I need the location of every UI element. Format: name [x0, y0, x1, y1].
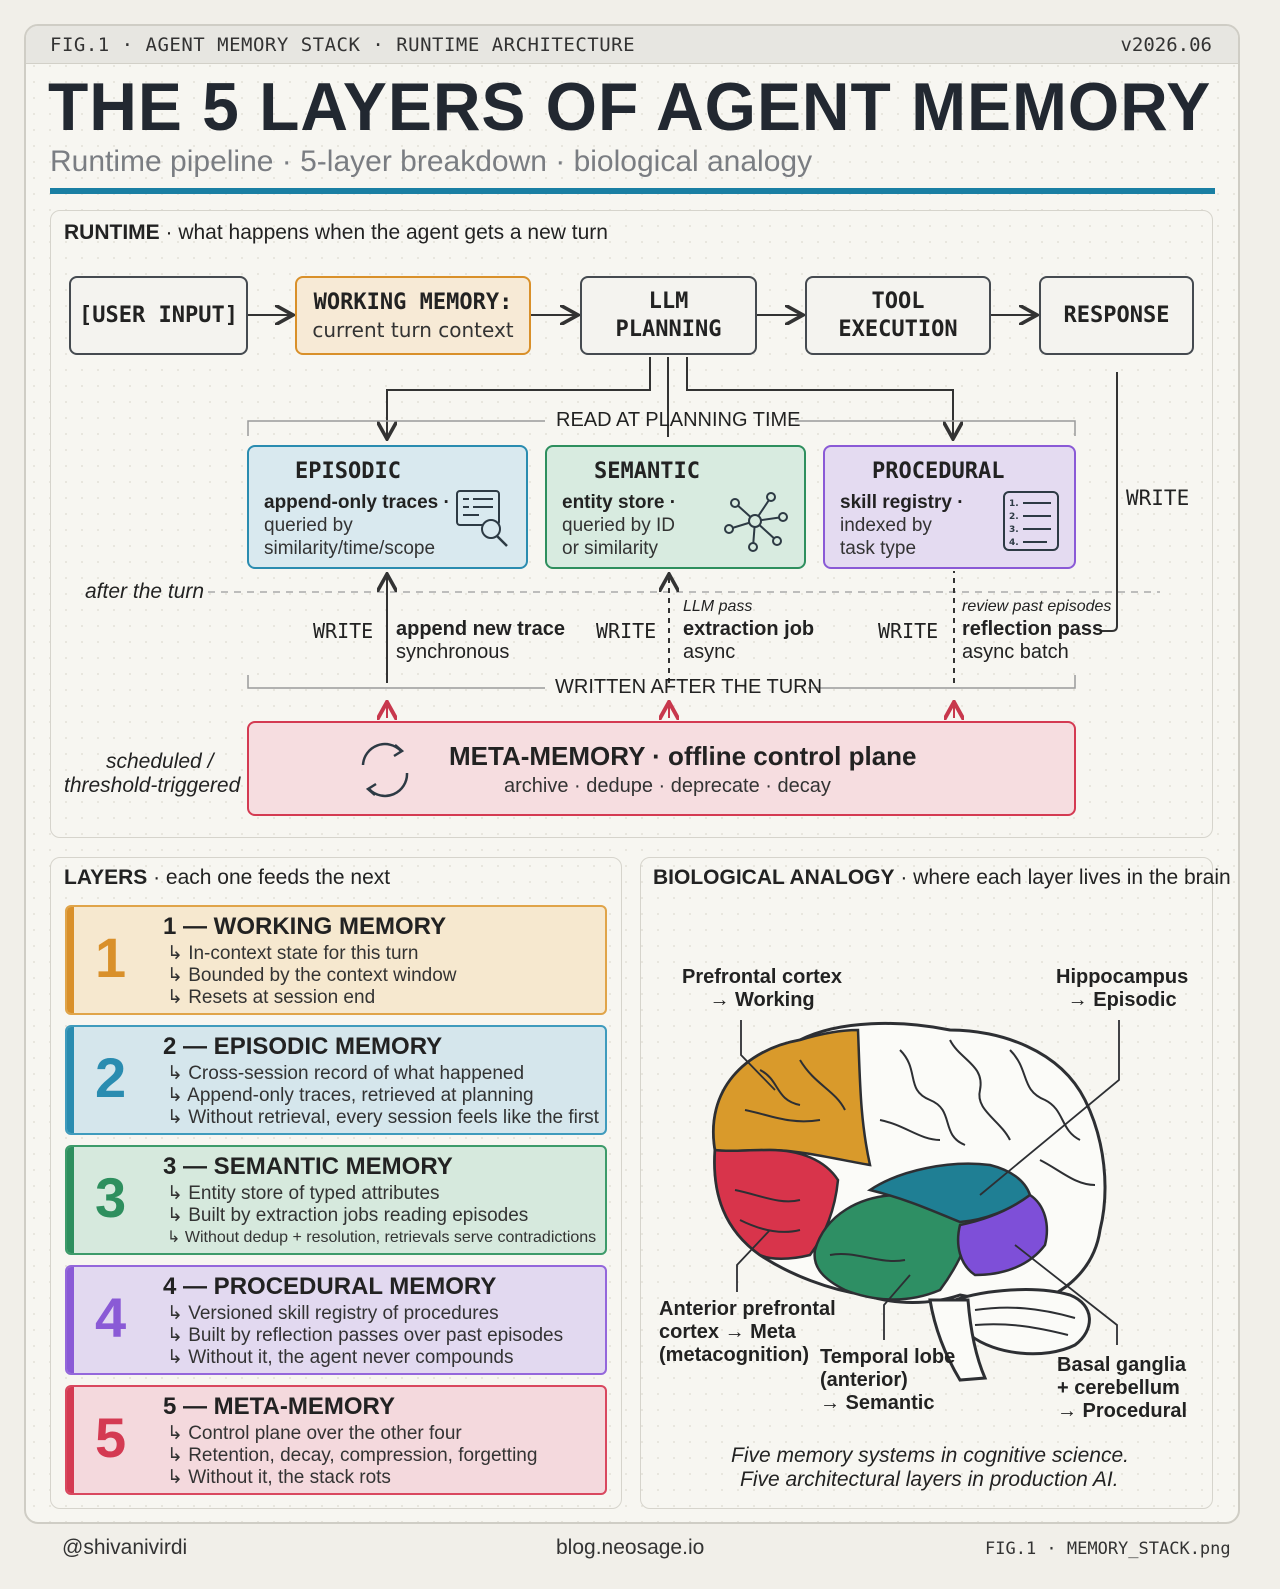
- hippocampus-label: Hippocampus→ Episodic: [1056, 966, 1189, 1011]
- layer-card-episodic: 2 2 — EPISODIC MEMORY ↳ Cross-session re…: [65, 1025, 607, 1135]
- read-bracket: [247, 420, 1076, 436]
- numbered-list-icon: 1. 2. 3. 4.: [1003, 491, 1059, 551]
- search-list-icon: [456, 490, 508, 547]
- top-bar: FIG.1 · AGENT MEMORY STACK · RUNTIME ARC…: [26, 26, 1238, 64]
- page-subtitle: Runtime pipeline · 5-layer breakdown · b…: [50, 145, 813, 178]
- page-title: THE 5 LAYERS OF AGENT MEMORY: [48, 69, 1212, 145]
- layer-card-procedural: 4 4 — PROCEDURAL MEMORY ↳ Versioned skil…: [65, 1265, 607, 1375]
- layer-card-meta: 5 5 — META-MEMORY ↳ Control plane over t…: [65, 1385, 607, 1495]
- meta-memory-box: META-MEMORY · offline control plane arch…: [247, 721, 1076, 816]
- response-box: RESPONSE: [1039, 276, 1194, 355]
- basal-label: Basal ganglia+ cerebellum→ Procedural: [1057, 1354, 1188, 1422]
- bio-caption-2: Five architectural layers in production …: [740, 1468, 1119, 1491]
- response-write-label: WRITE: [1126, 486, 1190, 510]
- basal-ganglia-region: [956, 1193, 1049, 1277]
- bio-label: BIOLOGICAL ANALOGY · where each layer li…: [653, 866, 1231, 889]
- procedural-write-note: review past episodes: [962, 598, 1112, 615]
- user-input-box: [USER INPUT]: [69, 276, 248, 355]
- svg-text:4.: 4.: [1009, 538, 1019, 548]
- episodic-store: EPISODIC append-only traces · queried by…: [247, 445, 528, 569]
- read-arrow-procedural: [686, 357, 953, 437]
- procedural-write-bold: reflection pass: [962, 618, 1104, 640]
- episodic-write-sub: synchronous: [396, 641, 510, 663]
- cycle-icon: [361, 742, 409, 798]
- meta-trigger-line2: threshold-triggered: [64, 774, 241, 797]
- site-link[interactable]: blog.neosage.io: [556, 1536, 705, 1559]
- title-rule: [50, 188, 1215, 194]
- runtime-label: RUNTIME · what happens when the agent ge…: [64, 221, 608, 244]
- written-bracket: [247, 675, 1076, 689]
- prefrontal-region: [712, 1028, 872, 1167]
- meta-trigger-line1: scheduled /: [106, 750, 214, 773]
- network-graph-icon: [724, 492, 788, 552]
- meta-sub: archive · dedupe · deprecate · decay: [504, 775, 831, 797]
- brain-leader-lines: [736, 1020, 1120, 1345]
- layer-card-working: 1 1 — WORKING MEMORY ↳ In-context state …: [65, 905, 607, 1015]
- semantic-store: SEMANTIC entity store · queried by ID or…: [545, 445, 806, 569]
- author-handle: @shivanivirdi: [62, 1536, 188, 1559]
- semantic-write-sub: async: [683, 641, 736, 663]
- after-turn-label: after the turn: [85, 580, 205, 603]
- response-write-line: [1100, 372, 1118, 632]
- written-label: WRITTEN AFTER THE TURN: [555, 676, 823, 698]
- svg-text:3.: 3.: [1009, 525, 1019, 535]
- meta-title: META-MEMORY · offline control plane: [449, 741, 917, 771]
- brain-folds: [734, 1039, 1096, 1336]
- file-name: FIG.1 · MEMORY_STACK.png: [985, 1539, 1231, 1559]
- bio-panel: [640, 857, 1213, 1509]
- semantic-write-bold: extraction job: [683, 618, 815, 640]
- semantic-write-label: WRITE: [596, 619, 657, 643]
- read-label: READ AT PLANNING TIME: [556, 409, 801, 431]
- layers-panel: [50, 857, 622, 1509]
- llm-planning-box: LLM PLANNING: [580, 276, 757, 355]
- episodic-write-bold: append new trace: [396, 618, 565, 640]
- fig-tag: FIG.1 · AGENT MEMORY STACK · RUNTIME ARC…: [50, 34, 636, 56]
- semantic-write-note: LLM pass: [683, 598, 753, 615]
- episodic-write-label: WRITE: [313, 619, 374, 643]
- runtime-panel: [50, 210, 1213, 838]
- procedural-write-label: WRITE: [878, 619, 939, 643]
- tool-execution-box: TOOL EXECUTION: [805, 276, 991, 355]
- layers-label: LAYERS · each one feeds the next: [64, 866, 391, 889]
- temporal-label: Temporal lobe(anterior)→ Semantic: [820, 1346, 956, 1414]
- working-memory-box: WORKING MEMORY: current turn context: [295, 276, 531, 355]
- procedural-store: PROCEDURAL skill registry · indexed by t…: [823, 445, 1076, 569]
- layer-card-semantic: 3 3 — SEMANTIC MEMORY ↳ Entity store of …: [65, 1145, 607, 1255]
- procedural-write-sub: async batch: [962, 641, 1069, 663]
- version-tag: v2026.06: [1120, 34, 1212, 56]
- svg-text:2.: 2.: [1009, 512, 1019, 522]
- read-arrow-episodic: [387, 357, 651, 437]
- prefrontal-label: Prefrontal cortex→ Working: [682, 966, 843, 1011]
- svg-text:1.: 1.: [1009, 499, 1019, 509]
- bio-caption-1: Five memory systems in cognitive science…: [731, 1444, 1129, 1467]
- brain-stem: [928, 1298, 988, 1382]
